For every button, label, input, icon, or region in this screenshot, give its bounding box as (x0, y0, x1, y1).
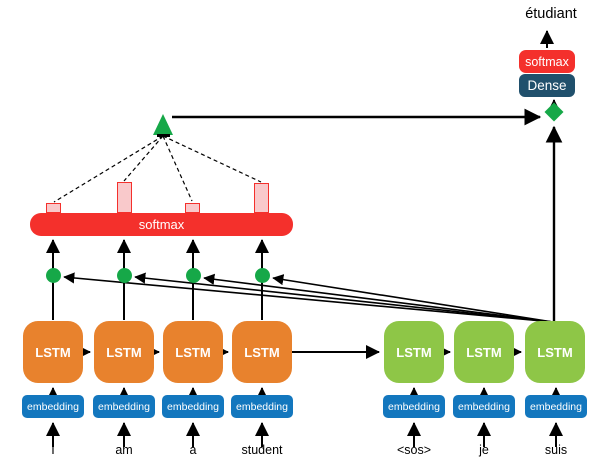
attention-weight-bar (254, 183, 269, 213)
attention-softmax-bar: softmax (30, 213, 293, 236)
encoder-input-word: am (115, 443, 133, 457)
encoder-embedding-block: embedding (93, 395, 155, 418)
decoder-embedding-block: embedding (525, 395, 587, 418)
attention-softmax-label: softmax (138, 217, 185, 232)
decoder-embedding-block: embedding (453, 395, 515, 418)
attention-score-dot (254, 268, 270, 283)
decoder-lstm-block: LSTM (384, 321, 444, 383)
encoder-embedding-block: embedding (231, 395, 293, 418)
embedding-label: embedding (236, 400, 288, 413)
embedding-label: embedding (27, 400, 79, 413)
output-softmax-box: softmax (519, 50, 575, 73)
hidden-to-softmax-arrows (46, 239, 269, 320)
context-vector-triangle-icon (153, 114, 173, 135)
dense-label: Dense (527, 78, 567, 93)
embedding-to-lstm-arrows (46, 387, 563, 401)
decoder-embedding-block: embedding (383, 395, 445, 418)
encoder-lstm-block: LSTM (232, 321, 292, 383)
predicted-output-word: étudiant (525, 6, 577, 22)
lstm-label: LSTM (244, 344, 280, 360)
embedding-label: embedding (167, 400, 219, 413)
lstm-label: LSTM (537, 344, 573, 360)
embedding-label: embedding (530, 400, 582, 413)
attention-score-dot (45, 268, 61, 283)
attention-weight-bar (185, 203, 200, 213)
attention-weight-bar (46, 203, 61, 213)
lstm-label: LSTM (106, 344, 142, 360)
attention-score-dot (185, 268, 201, 283)
encoder-input-word: a (189, 443, 197, 457)
attention-score-dot (116, 268, 132, 283)
attention-score-arrows (63, 272, 554, 323)
lstm-label: LSTM (396, 344, 432, 360)
encoder-lstm-block: LSTM (94, 321, 154, 383)
concat-diamond-icon (544, 102, 564, 122)
lstm-label: LSTM (175, 344, 211, 360)
embedding-label: embedding (388, 400, 440, 413)
encoder-embedding-block: embedding (22, 395, 84, 418)
context-vector-triangle-base (157, 134, 170, 137)
dense-layer-box: Dense (519, 74, 575, 97)
decoder-lstm-block: LSTM (454, 321, 514, 383)
encoder-input-word: student (241, 443, 283, 457)
encoder-lstm-block: LSTM (23, 321, 83, 383)
output-softmax-label: softmax (525, 54, 569, 69)
decoder-input-word: <sos> (396, 443, 432, 457)
encoder-lstm-block: LSTM (163, 321, 223, 383)
attention-weight-bar (117, 182, 132, 213)
encoder-input-word: I (51, 443, 55, 457)
decoder-input-word: suis (544, 443, 568, 457)
lstm-label: LSTM (35, 344, 71, 360)
decoder-lstm-block: LSTM (525, 321, 585, 383)
embedding-label: embedding (98, 400, 150, 413)
lstm-label: LSTM (466, 344, 502, 360)
decoder-input-word: je (479, 443, 489, 457)
embedding-label: embedding (458, 400, 510, 413)
weighted-sum-dashed-lines (53, 135, 262, 203)
encoder-embedding-block: embedding (162, 395, 224, 418)
